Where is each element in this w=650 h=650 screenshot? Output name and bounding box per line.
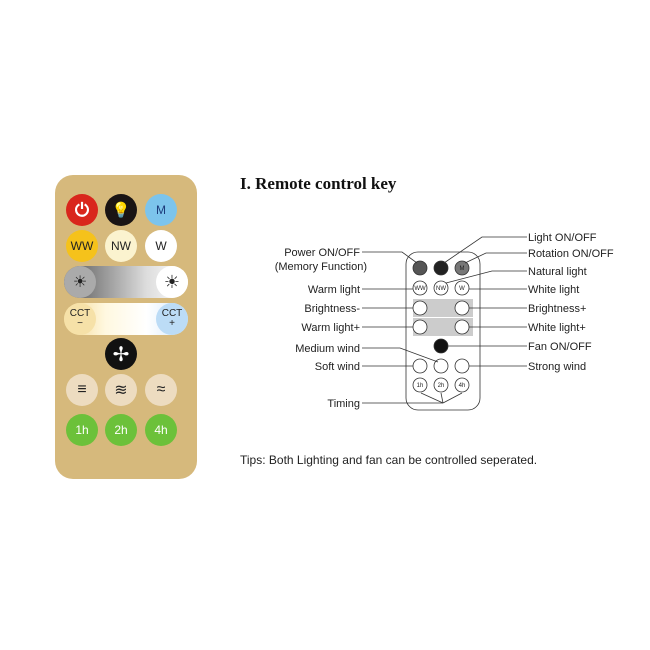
warm-light-button[interactable]: WW bbox=[66, 230, 98, 262]
cct-plus-button[interactable]: CCT+ bbox=[156, 303, 188, 335]
label-natural-light: Natural light bbox=[528, 266, 587, 278]
timer-1h-button[interactable]: 1h bbox=[66, 414, 98, 446]
cct-label: CCT bbox=[161, 308, 183, 319]
power-button[interactable]: ⏻ bbox=[66, 194, 98, 226]
label-warm-light-plus: Warm light+ bbox=[301, 322, 360, 334]
label-white-light-plus: White light+ bbox=[528, 322, 586, 334]
natural-light-button[interactable]: NW bbox=[105, 230, 137, 262]
label-light-onoff: Light ON/OFF bbox=[528, 232, 597, 244]
section-title: I. Remote control key bbox=[240, 174, 397, 193]
timer-4h-button[interactable]: 4h bbox=[145, 414, 177, 446]
cct-label: CCT bbox=[69, 308, 91, 319]
label-warm-light: Warm light bbox=[308, 284, 360, 296]
fan-button[interactable]: ✢ bbox=[105, 338, 137, 370]
light-bulb-button[interactable]: 💡 bbox=[105, 194, 137, 226]
brightness-minus-button[interactable]: ☀ bbox=[64, 266, 96, 298]
cct-minus-button[interactable]: CCT− bbox=[64, 303, 96, 335]
d-1h: 1h bbox=[417, 383, 424, 389]
label-rotation: Rotation ON/OFF bbox=[528, 248, 614, 260]
label-strong-wind: Strong wind bbox=[528, 361, 586, 373]
medium-wind-button[interactable]: ≋ bbox=[105, 374, 137, 406]
label-medium-wind: Medium wind bbox=[295, 343, 360, 355]
brightness-bar: ☀ ☀ bbox=[64, 266, 188, 298]
cct-bar: CCT− CCT+ bbox=[64, 303, 188, 335]
d-m: M bbox=[460, 266, 465, 272]
d-nw: NW bbox=[436, 286, 446, 292]
minus-label: − bbox=[77, 318, 83, 329]
d-ww: WW bbox=[414, 286, 426, 292]
label-brightness-plus: Brightness+ bbox=[528, 303, 586, 315]
d-4h: 4h bbox=[459, 383, 466, 389]
plus-label: + bbox=[169, 318, 175, 329]
white-light-button[interactable]: W bbox=[145, 230, 177, 262]
label-white-light: White light bbox=[528, 284, 579, 296]
label-power: Power ON/OFF bbox=[284, 247, 360, 259]
d-2h: 2h bbox=[438, 383, 445, 389]
rotation-button[interactable]: M bbox=[145, 194, 177, 226]
remote-photo: ⏻ 💡 M WW NW W ☀ ☀ CCT− CCT+ ✢ ≡ ≋ ≈ 1h 2… bbox=[55, 175, 197, 479]
soft-wind-button[interactable]: ≡ bbox=[66, 374, 98, 406]
diagram-remote-outline bbox=[405, 251, 481, 411]
brightness-plus-button[interactable]: ☀ bbox=[156, 266, 188, 298]
label-brightness-minus: Brightness- bbox=[304, 303, 360, 315]
label-soft-wind: Soft wind bbox=[315, 361, 360, 373]
timer-2h-button[interactable]: 2h bbox=[105, 414, 137, 446]
label-power-sub: (Memory Function) bbox=[275, 261, 367, 273]
tips-text: Tips: Both Lighting and fan can be contr… bbox=[240, 453, 538, 467]
label-fan-onoff: Fan ON/OFF bbox=[528, 341, 592, 353]
label-timing: Timing bbox=[327, 398, 360, 410]
strong-wind-button[interactable]: ≈ bbox=[145, 374, 177, 406]
d-w: W bbox=[459, 286, 465, 292]
